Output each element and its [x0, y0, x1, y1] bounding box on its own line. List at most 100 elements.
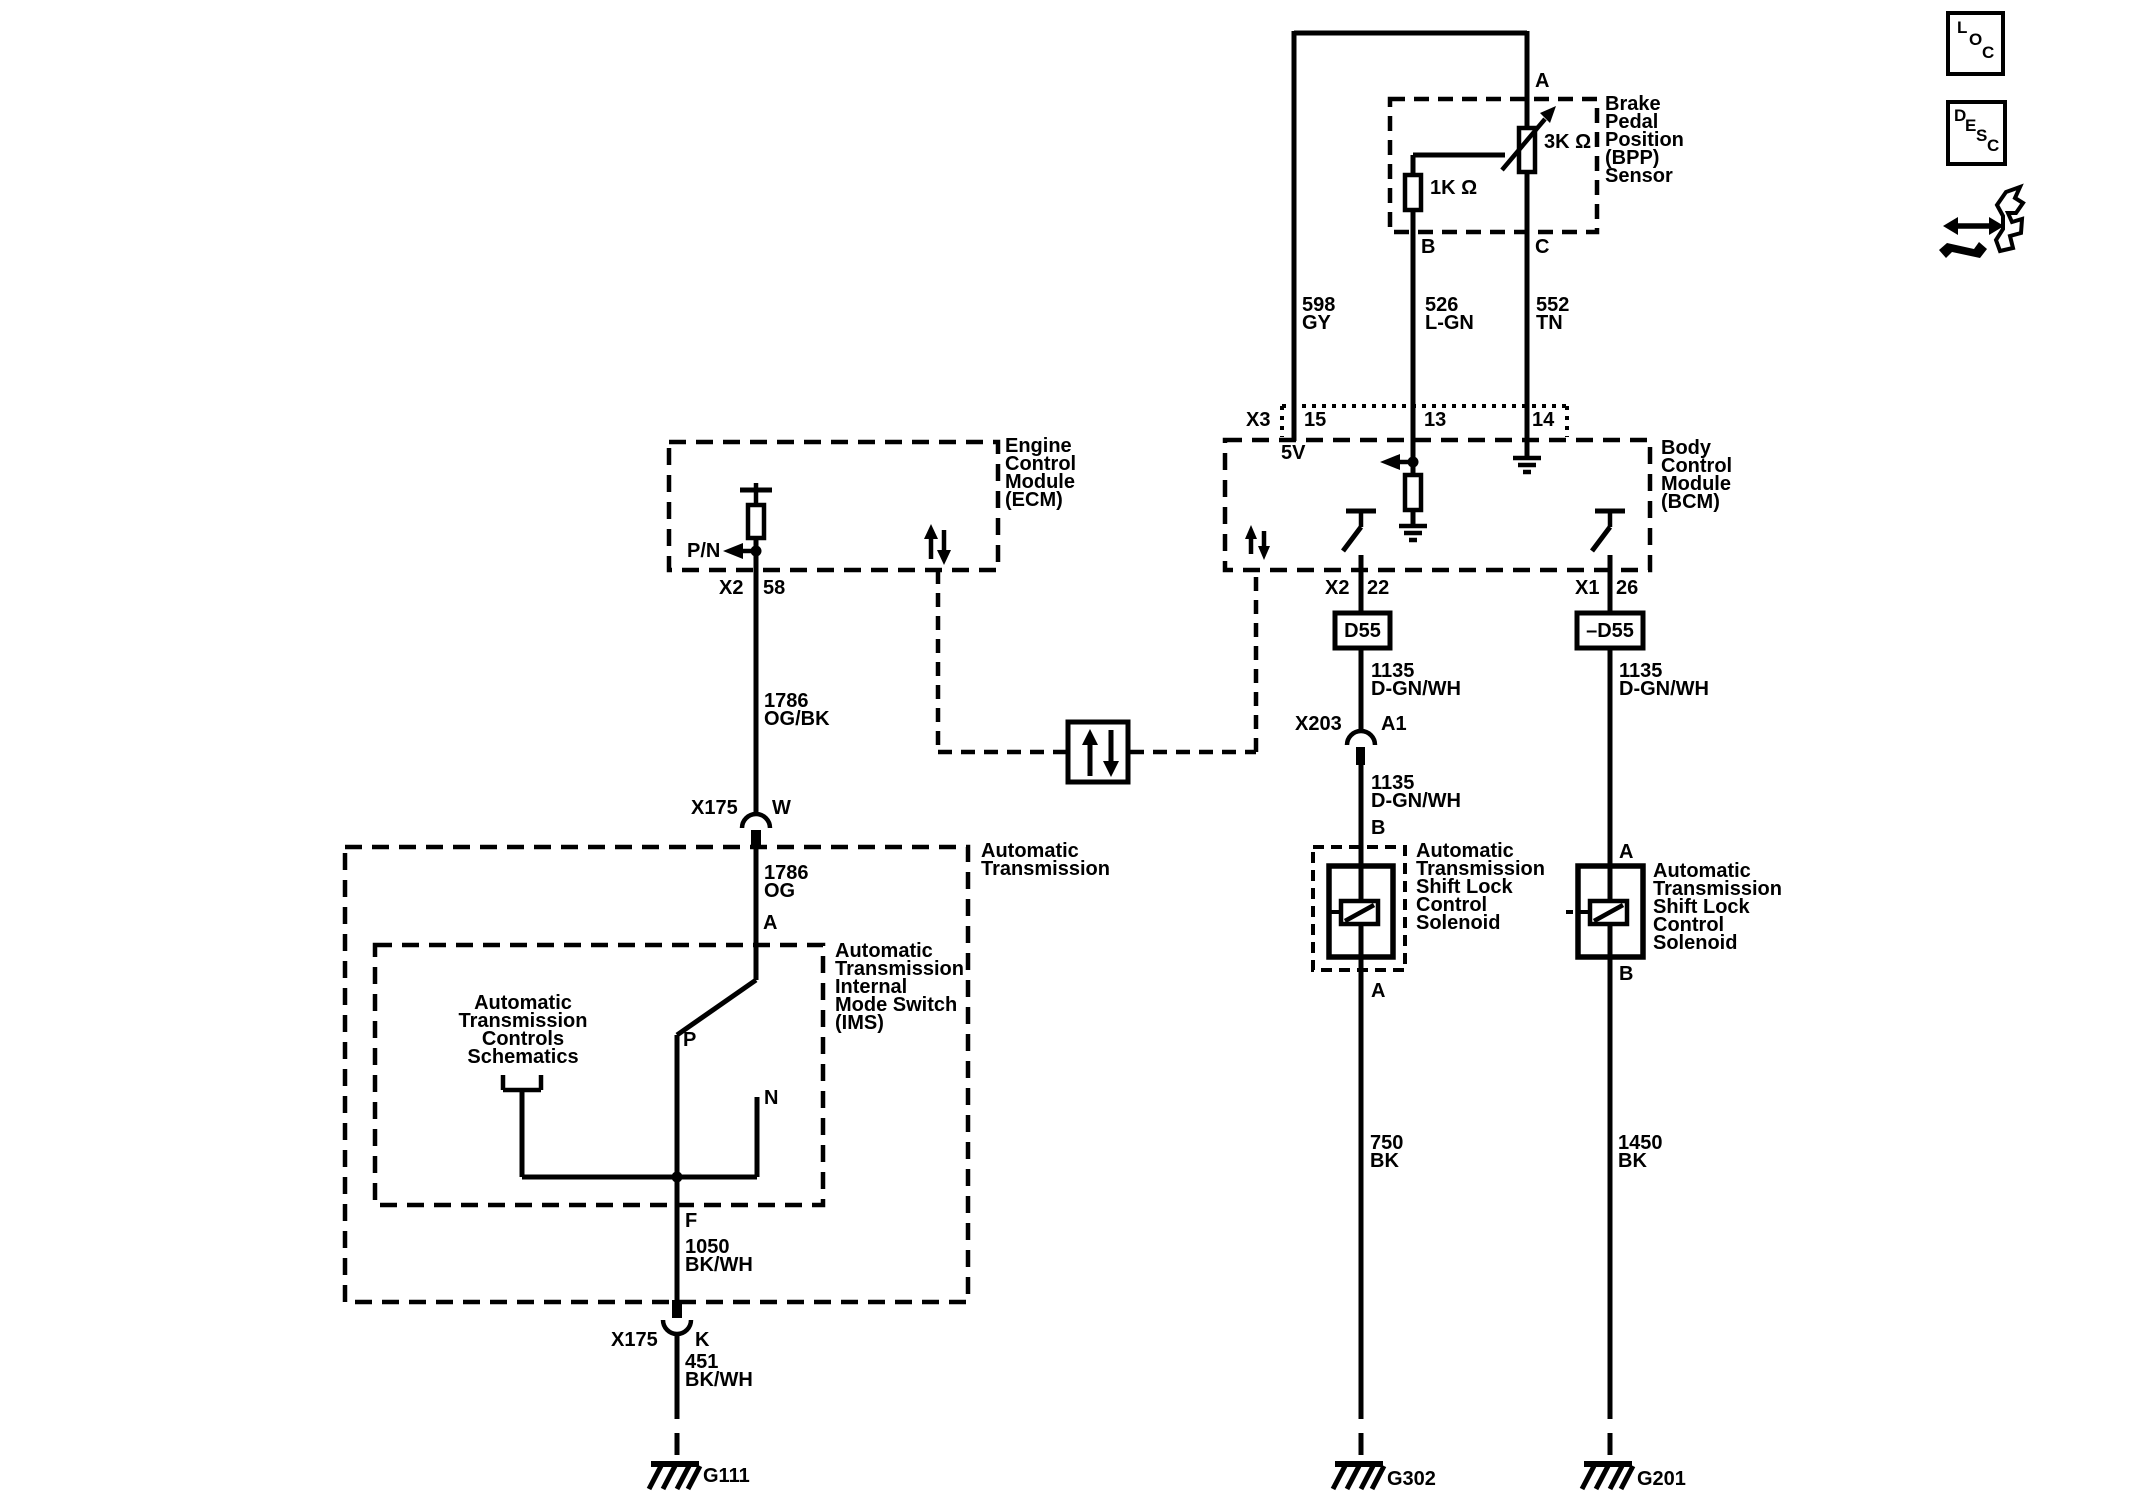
- wire-1050-bkwh: 1050 BK/WH: [685, 1236, 753, 1276]
- x175-w-connector-icon: [739, 811, 773, 829]
- wire-552-tn: 552 TN: [1536, 294, 1570, 334]
- earth-ground-13: [1399, 523, 1427, 543]
- ecm-dashed-box: [666, 439, 1001, 573]
- bpp-dashed-box: [1387, 96, 1600, 235]
- wire-1135-right: 1135 D-GN/WH: [1619, 660, 1709, 700]
- loc-letter-o: O: [1969, 30, 1983, 49]
- bcm-pin-22: 22: [1367, 577, 1390, 599]
- wire-1786-ogbk: 1786 OG/BK: [764, 690, 830, 730]
- x3-connector-row: [1280, 404, 1569, 437]
- bcm-connector-x3: X3: [1246, 409, 1271, 431]
- bcm-connector-x2: X2: [1325, 577, 1350, 599]
- desc-letter-c: C: [1987, 136, 2000, 155]
- right-solenoid-branch: [1566, 610, 1646, 1491]
- ground-g302-label: G302: [1387, 1468, 1436, 1490]
- connector-x175-pin-k: K: [695, 1329, 710, 1351]
- bcm-title: Body Control Module (BCM): [1661, 437, 1733, 513]
- bcm-pin-26: 26: [1616, 577, 1639, 599]
- wire-1450-bk: 1450 BK: [1618, 1132, 1663, 1172]
- connector-x175-k: X175: [611, 1329, 658, 1351]
- ecm-pn-label: P/N: [687, 540, 721, 562]
- x203-connector-icon: [1344, 728, 1378, 746]
- ims-dashed-box: [372, 942, 826, 1208]
- bcm-module: [1222, 437, 1653, 613]
- loc-icon-box[interactable]: [1946, 11, 2005, 76]
- right-solenoid-pin-b: B: [1619, 963, 1634, 985]
- connector-x203-pin-a1: A1: [1381, 713, 1407, 735]
- wire-750-bk: 750 BK: [1370, 1132, 1404, 1172]
- ims-pin-n: N: [764, 1087, 779, 1109]
- switch-pin22: [1341, 508, 1376, 613]
- bcm-5v-label: 5V: [1281, 442, 1306, 464]
- wiper-arrow: [1500, 117, 1547, 172]
- at-title: Automatic Transmission: [981, 840, 1110, 880]
- right-solenoid-pin-a: A: [1619, 841, 1634, 863]
- left-solenoid-pin-a: A: [1371, 980, 1386, 1002]
- loc-letter-c: C: [1982, 43, 1995, 62]
- g302-ground-icon: [1330, 1461, 1387, 1491]
- bcm-dashed-box: [1222, 437, 1653, 573]
- bcm-pin-13: 13: [1424, 409, 1447, 431]
- controls-schematics-title: Automatic Transmission Controls Schemati…: [458, 992, 588, 1068]
- bpp-sensor-circuit: [1291, 30, 1600, 475]
- corner-icons: [1939, 11, 2026, 258]
- wire-1786-og: 1786 OG: [764, 862, 809, 902]
- ims-pin-p: P: [683, 1029, 697, 1051]
- ground-g111-label: G111: [703, 1465, 750, 1487]
- connector-x175-w: X175: [691, 797, 738, 819]
- bcm-pin-15: 15: [1304, 409, 1327, 431]
- splice-d55: D55: [1344, 619, 1381, 642]
- bpp-title: Brake Pedal Position (BPP) Sensor: [1605, 93, 1684, 187]
- ims-pin-f: F: [685, 1210, 698, 1232]
- serial-data-link: [935, 570, 1259, 785]
- ecm-serial-arrows-icon: [924, 524, 951, 565]
- at-dashed-box: [342, 844, 971, 1305]
- ecm-title: Engine Control Module (ECM): [1005, 435, 1077, 511]
- right-solenoid-title: Automatic Transmission Shift Lock Contro…: [1653, 860, 1782, 954]
- bcm-connector-x1: X1: [1575, 577, 1600, 599]
- connector-x175-pin-w: W: [772, 797, 791, 819]
- earth-ground-14: [1513, 455, 1541, 475]
- ims-title: Automatic Transmission Internal Mode Swi…: [835, 940, 964, 1034]
- resistance-1k-label: 1K Ω: [1430, 177, 1478, 199]
- controls-schematics-ref-icon: [500, 1075, 544, 1093]
- bcm-pin-14: 14: [1532, 409, 1555, 431]
- transmission-section: [342, 811, 971, 1491]
- bpp-pin-a: A: [1535, 70, 1550, 92]
- loc-letter-l: L: [1957, 18, 1968, 37]
- desc-letter-s: S: [1976, 126, 1988, 145]
- wire-1135-lower: 1135 D-GN/WH: [1371, 772, 1461, 812]
- desc-icon-box[interactable]: [1946, 100, 2007, 166]
- serial-data-symbol-box: [1065, 719, 1131, 785]
- bpp-pin-c: C: [1535, 236, 1550, 258]
- ecm-module: [666, 439, 1001, 814]
- bcm-serial-arrows-icon: [1245, 525, 1270, 560]
- signal-arrow: [1380, 454, 1400, 470]
- desc-letter-e: E: [1965, 116, 1977, 135]
- resistor-1k: [1402, 172, 1424, 213]
- left-solenoid-pin-b: B: [1371, 817, 1386, 839]
- g201-ground-icon: [1579, 1461, 1636, 1491]
- wire-451-bkwh: 451 BK/WH: [685, 1351, 753, 1391]
- pullup-resistor: [745, 502, 767, 541]
- switch-pin26: [1590, 508, 1625, 613]
- wire-598-gy: 598 GY: [1302, 294, 1336, 334]
- ecm-connector-x2: X2: [719, 577, 744, 599]
- ims-pin-a: A: [763, 912, 778, 934]
- resistance-3k-label: 3K Ω: [1544, 131, 1592, 153]
- pulldown-resistor: [1402, 472, 1424, 513]
- ground-g201-label: G201: [1637, 1468, 1686, 1490]
- left-solenoid-title: Automatic Transmission Shift Lock Contro…: [1416, 840, 1545, 934]
- wire-526-lgn: 526 L-GN: [1425, 294, 1474, 334]
- pn-signal-arrow: [723, 543, 743, 559]
- bpp-pin-b: B: [1421, 236, 1436, 258]
- x175-k-connector-icon: [660, 1319, 694, 1337]
- wrench-icon[interactable]: [1939, 183, 2026, 258]
- d55-box: [1332, 610, 1393, 651]
- ecm-pin-58: 58: [763, 577, 786, 599]
- g111-ground-icon: [646, 1461, 703, 1491]
- wire-1135-upper: 1135 D-GN/WH: [1371, 660, 1461, 700]
- connector-x203: X203: [1295, 713, 1342, 735]
